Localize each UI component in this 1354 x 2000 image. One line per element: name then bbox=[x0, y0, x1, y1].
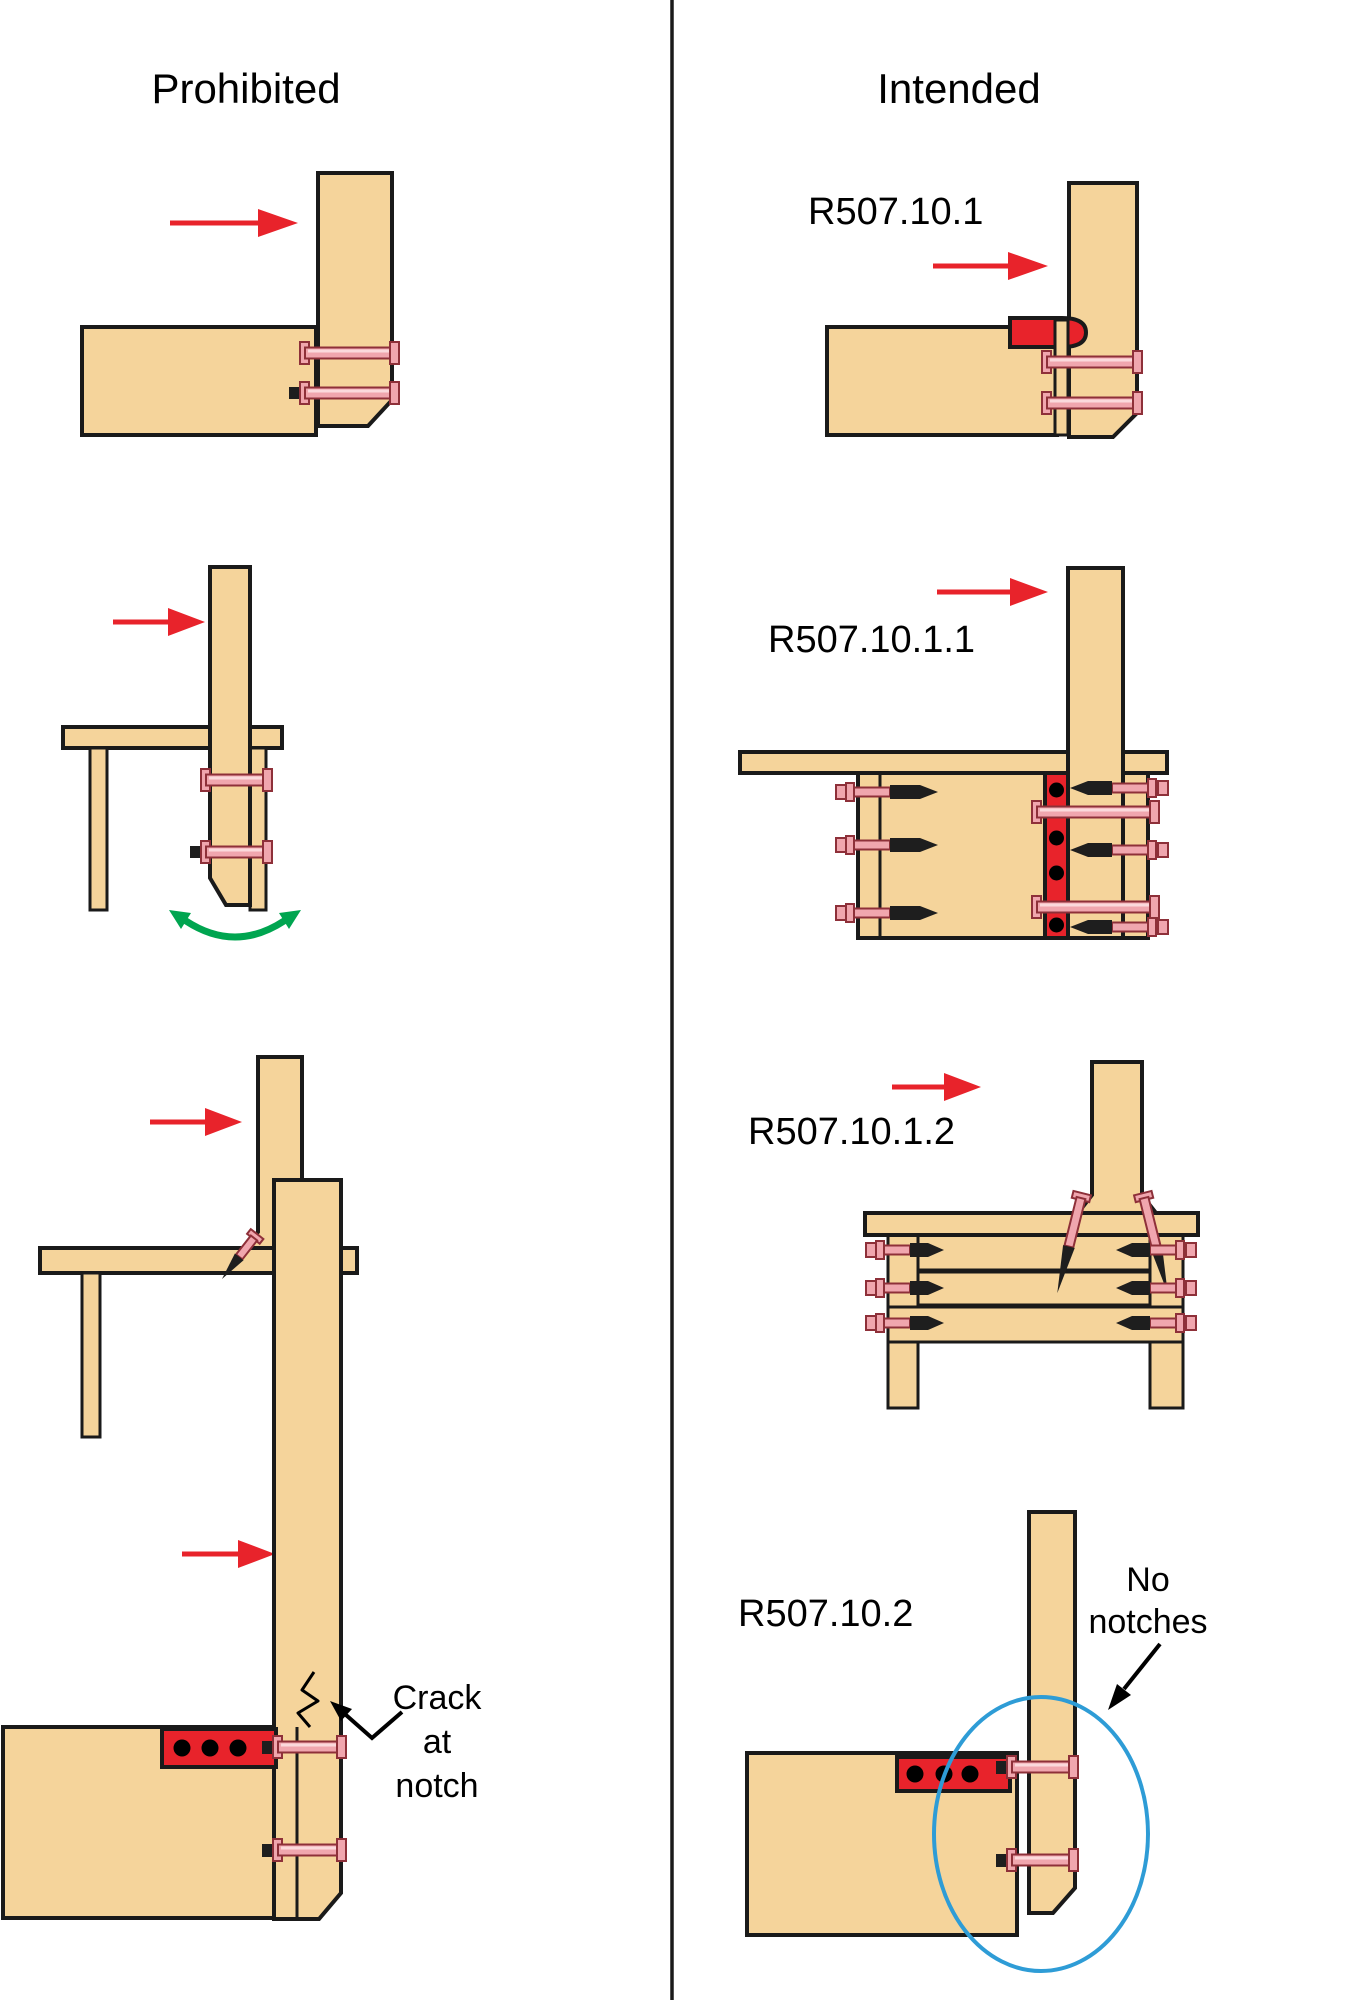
load-arrow-icon bbox=[937, 578, 1048, 606]
leader-arrow-icon bbox=[330, 1701, 404, 1741]
crack-line bbox=[296, 1671, 320, 1728]
bolt bbox=[262, 1838, 347, 1862]
load-arrow-icon bbox=[170, 209, 298, 237]
deck-board bbox=[863, 1211, 1200, 1237]
screw bbox=[835, 835, 938, 855]
load-arrow-icon bbox=[892, 1073, 981, 1101]
code-label-row2: R507.10.1.1 bbox=[768, 619, 975, 661]
diagram-intended-blocked-post bbox=[738, 566, 1169, 940]
strap-hole bbox=[1049, 917, 1064, 933]
no-notches-arrow-icon bbox=[1108, 1642, 1162, 1710]
screw bbox=[1116, 1313, 1197, 1333]
code-label-row3: R507.10.1.2 bbox=[748, 1111, 955, 1153]
screw bbox=[835, 782, 938, 802]
diagram-prohibited-swaying-post bbox=[61, 565, 301, 941]
beam bbox=[825, 325, 1059, 437]
bolt bbox=[1041, 391, 1143, 415]
strap-hole bbox=[961, 1765, 979, 1783]
post bbox=[208, 565, 252, 907]
intended-column-title: Intended bbox=[877, 65, 1041, 112]
post bbox=[1066, 566, 1125, 940]
bolt bbox=[1041, 350, 1143, 374]
screw bbox=[865, 1278, 944, 1298]
strap-hole bbox=[1049, 830, 1064, 846]
load-arrow-icon bbox=[113, 608, 205, 636]
diagram-prohibited-notched-post: Crack at notch bbox=[1, 1178, 483, 1921]
no-notches-annotation-line1: No bbox=[1126, 1561, 1169, 1599]
bolt bbox=[289, 381, 400, 405]
diagram-intended-toescrewed-post bbox=[863, 1060, 1200, 1410]
load-arrow-icon bbox=[933, 252, 1048, 280]
diagram-prohibited-bolted-post bbox=[80, 171, 400, 437]
load-arrow-icon bbox=[182, 1540, 275, 1568]
no-notches-annotation-line2: notches bbox=[1088, 1603, 1207, 1641]
prohibited-column-title: Prohibited bbox=[151, 65, 340, 112]
screw bbox=[1116, 1240, 1197, 1260]
beam bbox=[80, 325, 318, 437]
toe-screw bbox=[1057, 1189, 1093, 1294]
strap-hole bbox=[201, 1739, 219, 1757]
strap-hole bbox=[1049, 782, 1064, 798]
post bbox=[316, 171, 394, 428]
screw bbox=[1070, 778, 1169, 798]
bolt bbox=[1031, 895, 1160, 919]
code-label-row4: R507.10.2 bbox=[738, 1593, 913, 1635]
diagram-intended-holddown-post bbox=[825, 181, 1143, 439]
bolt bbox=[996, 1848, 1079, 1872]
bolt bbox=[996, 1755, 1079, 1779]
joist bbox=[80, 1271, 102, 1439]
highlight-circle bbox=[932, 1695, 1150, 1973]
screw bbox=[1070, 840, 1169, 860]
bolt bbox=[299, 341, 400, 365]
joist bbox=[88, 746, 109, 912]
strap-hole bbox=[173, 1739, 191, 1757]
strap-hole bbox=[229, 1739, 247, 1757]
sway-arrow-icon bbox=[169, 910, 301, 941]
bolt bbox=[262, 1735, 347, 1759]
crack-annotation-line3: notch bbox=[395, 1767, 478, 1805]
load-arrow-icon bbox=[150, 1108, 242, 1136]
strap-hole bbox=[906, 1765, 924, 1783]
toe-screw bbox=[1132, 1189, 1168, 1294]
blocking-board bbox=[916, 1233, 1152, 1272]
post-tongue bbox=[1053, 318, 1070, 437]
crack-annotation-line2: at bbox=[423, 1723, 452, 1761]
bolt bbox=[190, 840, 273, 864]
screw bbox=[865, 1313, 944, 1333]
strap-hole bbox=[1049, 865, 1064, 881]
screw bbox=[835, 903, 938, 923]
post bbox=[272, 1178, 343, 1921]
diagram-intended-unnotched-post: No notches bbox=[745, 1510, 1208, 1973]
crack-annotation-line1: Crack bbox=[393, 1679, 483, 1717]
screw bbox=[1116, 1278, 1197, 1298]
bolt bbox=[1031, 800, 1160, 824]
post bbox=[1073, 1060, 1161, 1215]
blocking-board bbox=[916, 1270, 1152, 1307]
toe-screw bbox=[221, 1227, 265, 1279]
screw bbox=[865, 1240, 944, 1260]
hold-down-connector bbox=[1008, 316, 1089, 349]
bolt bbox=[200, 768, 273, 792]
screw bbox=[1070, 917, 1169, 937]
post bbox=[1027, 1510, 1077, 1915]
code-label-row1: R507.10.1 bbox=[808, 191, 983, 233]
